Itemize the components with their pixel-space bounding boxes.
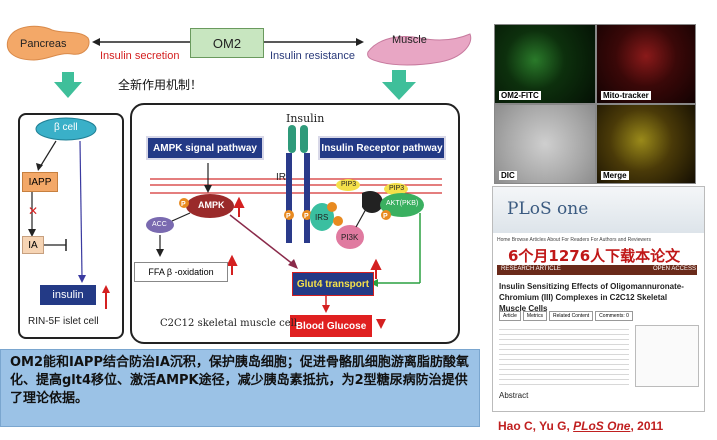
beta-cell-shape [35, 117, 97, 141]
micro-merge: Merge [596, 104, 696, 184]
om2-box: OM2 [190, 28, 264, 58]
skeletal-muscle-diagram: P P P P [146, 125, 442, 329]
receptor-icon [286, 153, 292, 243]
paper-header [493, 187, 704, 233]
glut4-label: Glut4 transport [296, 278, 370, 290]
caption-text: OM2能和IAPP结合防治IA沉积，保护胰岛细胞；促进骨骼肌细胞游离脂肪酸氧化、… [10, 355, 469, 406]
pip3-label-b: PIP3 [389, 185, 405, 192]
paper-section-bar [497, 265, 697, 275]
paper-plot-thumb [635, 325, 699, 387]
rin-5f-caption: RIN-5F islet cell [28, 316, 99, 327]
insulin-resistance-label: Insulin resistance [270, 50, 355, 62]
p-marker-ampk: P [181, 201, 186, 208]
paper-open-access: OPEN ACCESS [653, 266, 697, 272]
paper-tab[interactable]: Comments: 0 [595, 311, 633, 321]
glut4-box: Glut4 transport [292, 272, 374, 296]
merge-label: Merge [601, 171, 629, 180]
paper-section: RESEARCH ARTICLE [501, 266, 561, 272]
beta-cell-label: β cell [54, 122, 78, 133]
om2-label: OM2 [212, 35, 242, 51]
blood-glucose-box: Blood Glucose [290, 315, 372, 337]
download-headline: 6个月1276人下载本论文 [508, 247, 681, 265]
pip3-shape-a [336, 179, 360, 191]
akt-shape [380, 193, 424, 217]
ffa-label: FFA β -oxidation [148, 267, 214, 277]
pancreas-label: Pancreas [20, 38, 67, 50]
insulin-ligand-label: Insulin [286, 112, 325, 125]
micro-dic: DIC [494, 104, 596, 184]
green-arrow-right-icon [382, 70, 416, 100]
ir-pathway-label: Insulin Receptor pathway [321, 142, 443, 154]
dic-label: DIC [499, 171, 517, 180]
pi3k-shape [336, 225, 364, 249]
p-marker-akt: P [383, 213, 388, 220]
top-diagram [6, 25, 472, 100]
pi3k-label: PI3K [341, 233, 359, 242]
micro-mito: Mito-tracker [596, 24, 696, 104]
green-arrow-left-icon [54, 72, 82, 98]
paper-nav: Home Browse Articles About For Readers F… [497, 237, 651, 243]
caption-box [0, 349, 480, 427]
ia-box: IA [22, 236, 44, 254]
insulin-ligand-icon [288, 125, 296, 153]
pancreas-icon [6, 25, 90, 61]
ampk-label: AMPK [198, 200, 225, 210]
ir-label: IR [276, 172, 286, 183]
muscle-label: Muscle [392, 34, 427, 46]
paper-title: Insulin Sensitizing Effects of Oligomann… [499, 282, 684, 313]
ffa-box: FFA β -oxidation [134, 262, 228, 282]
iapp-label: IAPP [28, 176, 52, 188]
ampk-pathway-box: AMPK signal pathway [146, 136, 264, 160]
micro-om2-fitc: OM2-FITC [494, 24, 596, 104]
p-marker-ir-right: P [304, 213, 309, 220]
glucose-down-arrow-icon [376, 319, 386, 329]
paper-tab[interactable]: Metrics [522, 311, 548, 321]
acc-shape [146, 217, 174, 233]
om2-fitc-label: OM2-FITC [499, 91, 541, 100]
ampk-pathway-label: AMPK signal pathway [153, 142, 257, 154]
paper-screenshot: PLoS one Home Browse Articles About For … [492, 186, 705, 412]
insulin-secretion-label: Insulin secretion [100, 50, 180, 62]
paper-abstract: Abstract [499, 391, 529, 400]
reference-year: , 2011 [630, 419, 664, 433]
reference-authors: Hao C, Yu G, [498, 419, 574, 433]
muscle-icon [367, 33, 472, 66]
plos-logo: PLoS one [507, 199, 589, 219]
new-mechanism-note: 全新作用机制！ [118, 78, 203, 92]
paper-authors-block [499, 325, 629, 385]
c2c12-caption: C2C12 skeletal muscle cell [160, 318, 298, 329]
ia-label: IA [28, 239, 38, 251]
iapp-block-icon: ✕ [28, 204, 38, 218]
pip3-shape-b [384, 183, 408, 195]
blood-glucose-label: Blood Glucose [295, 320, 367, 332]
mito-label: Mito-tracker [601, 91, 651, 100]
up-arrow-icons [226, 196, 382, 279]
ampk-shape [186, 194, 234, 218]
insulin-label: insulin [52, 289, 84, 301]
insulin-box: insulin [40, 285, 96, 305]
paper-tab[interactable]: Article [499, 311, 521, 321]
beta-cell-diagram: ✕ [28, 117, 110, 309]
paper-tab[interactable]: Related Content [549, 311, 594, 321]
iapp-box: IAPP [22, 172, 58, 192]
irs-label: IRS [315, 213, 329, 222]
pdk-shape [362, 190, 383, 213]
acc-label: ACC [152, 221, 167, 228]
paper-tabs: Article Metrics Related Content Comments… [499, 311, 633, 321]
p-marker-ir-left: P [286, 213, 291, 220]
reference-journal: PLoS One [573, 419, 631, 433]
pip3-label-a: PIP3 [341, 181, 357, 188]
ir-pathway-box: Insulin Receptor pathway [318, 136, 446, 160]
akt-label: AKT(PKB) [386, 200, 419, 207]
reference: Hao C, Yu G, PLoS One, 2011 [498, 419, 663, 433]
